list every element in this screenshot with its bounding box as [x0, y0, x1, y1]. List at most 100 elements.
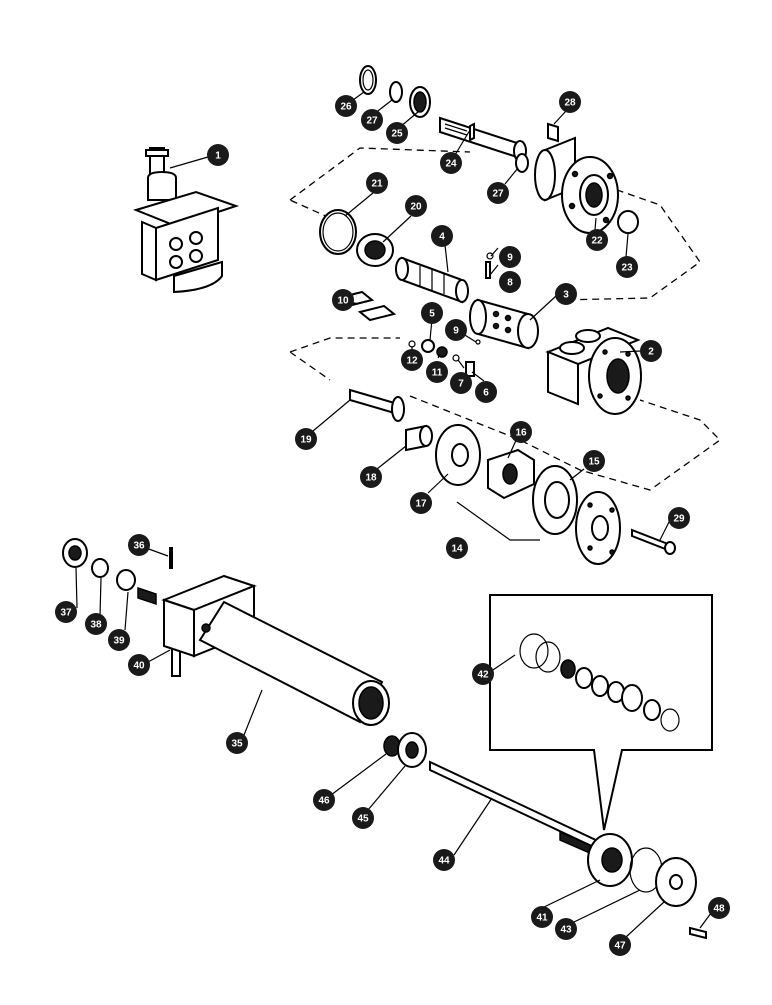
callout-number: 6 — [483, 388, 489, 399]
callout-number: 27 — [366, 116, 378, 127]
callout-number: 27 — [492, 189, 504, 200]
callout-marker — [335, 95, 357, 117]
callout-marker — [433, 849, 455, 871]
callout-29: 29 — [668, 507, 690, 529]
callout-6: 6 — [475, 381, 497, 403]
callout-41: 41 — [531, 906, 553, 928]
callout-21: 21 — [366, 172, 388, 194]
callout-marker — [207, 144, 229, 166]
callout-marker — [446, 537, 468, 559]
end-cap-housing — [515, 122, 639, 234]
callout-marker — [559, 91, 581, 113]
callout-marker — [609, 934, 631, 956]
callout-4: 4 — [431, 225, 453, 247]
callout-marker — [366, 172, 388, 194]
callout-marker — [472, 663, 494, 685]
drive-and-spacer — [349, 388, 481, 486]
callout-10: 10 — [332, 289, 354, 311]
callout-46: 46 — [313, 789, 335, 811]
callout-number: 24 — [445, 159, 457, 170]
callout-8: 8 — [499, 271, 521, 293]
callout-48: 48 — [708, 897, 730, 919]
callout-marker — [352, 807, 374, 829]
callout-number: 22 — [591, 236, 603, 247]
callout-37: 37 — [55, 601, 77, 623]
callout-44: 44 — [433, 849, 455, 871]
seal-and-bearing-stack — [359, 65, 431, 118]
small-hardware — [408, 339, 481, 377]
callout-19: 19 — [295, 428, 317, 450]
callout-number: 4 — [439, 232, 445, 243]
callout-marker — [510, 421, 532, 443]
callout-number: 37 — [60, 608, 72, 619]
callout-number: 5 — [429, 309, 435, 320]
callout-26: 26 — [335, 95, 357, 117]
callout-number: 3 — [563, 290, 569, 301]
callout-23: 23 — [616, 256, 638, 278]
callout-marker — [386, 122, 408, 144]
callout-27: 27 — [361, 109, 383, 131]
callout-number: 10 — [337, 296, 349, 307]
callout-marker — [586, 229, 608, 251]
callout-marker — [332, 289, 354, 311]
callout-number: 35 — [231, 739, 243, 750]
callout-number: 7 — [458, 379, 464, 390]
callout-marker — [421, 302, 443, 324]
callout-marker — [440, 152, 462, 174]
callout-43: 43 — [555, 918, 577, 940]
leader-lines — [75, 91, 715, 938]
gland-nut-and-piston — [383, 732, 427, 768]
callout-24: 24 — [440, 152, 462, 174]
callout-marker — [531, 906, 553, 928]
callout-number: 9 — [453, 326, 459, 337]
callout-35: 35 — [226, 732, 248, 754]
callout-7: 7 — [450, 372, 472, 394]
callout-marker — [128, 654, 150, 676]
callout-5: 5 — [421, 302, 443, 324]
callout-38: 38 — [85, 613, 107, 635]
callout-marker — [128, 534, 150, 556]
callout-45: 45 — [352, 807, 374, 829]
callout-number: 36 — [133, 541, 145, 552]
callout-number: 12 — [406, 356, 418, 367]
callout-marker — [360, 466, 382, 488]
callout-17: 17 — [410, 492, 432, 514]
callout-marker — [226, 732, 248, 754]
callout-42: 42 — [472, 663, 494, 685]
callout-marker — [450, 372, 472, 394]
callout-number: 43 — [560, 925, 572, 936]
callout-marker — [583, 450, 605, 472]
callout-39: 39 — [108, 629, 130, 651]
callout-number: 21 — [371, 179, 383, 190]
steering-unit-assembly — [132, 147, 240, 294]
callout-3: 3 — [555, 283, 577, 305]
callout-marker — [487, 182, 509, 204]
callout-20: 20 — [405, 195, 427, 217]
callout-number: 45 — [357, 814, 369, 825]
callout-marker — [475, 381, 497, 403]
callout-marker — [668, 507, 690, 529]
o-ring-and-seal — [319, 209, 394, 267]
callout-1: 1 — [207, 144, 229, 166]
callout-12: 12 — [401, 349, 423, 371]
callout-number: 14 — [451, 544, 463, 555]
callout-22: 22 — [586, 229, 608, 251]
callout-marker — [401, 349, 423, 371]
callout-marker — [499, 246, 521, 268]
callout-11: 11 — [426, 361, 448, 383]
piston-rod — [429, 760, 601, 856]
callout-27: 27 — [487, 182, 509, 204]
callout-marker — [108, 629, 130, 651]
callout-14: 14 — [446, 537, 468, 559]
gerotor-set — [487, 448, 676, 565]
callout-marker — [445, 319, 467, 341]
callout-marker — [426, 361, 448, 383]
callout-marker — [555, 283, 577, 305]
callout-marker — [85, 613, 107, 635]
callout-number: 23 — [621, 263, 633, 274]
seal-kit-inset — [489, 594, 713, 831]
callout-number: 8 — [507, 278, 513, 289]
callout-number: 11 — [432, 368, 443, 379]
callout-marker — [313, 789, 335, 811]
